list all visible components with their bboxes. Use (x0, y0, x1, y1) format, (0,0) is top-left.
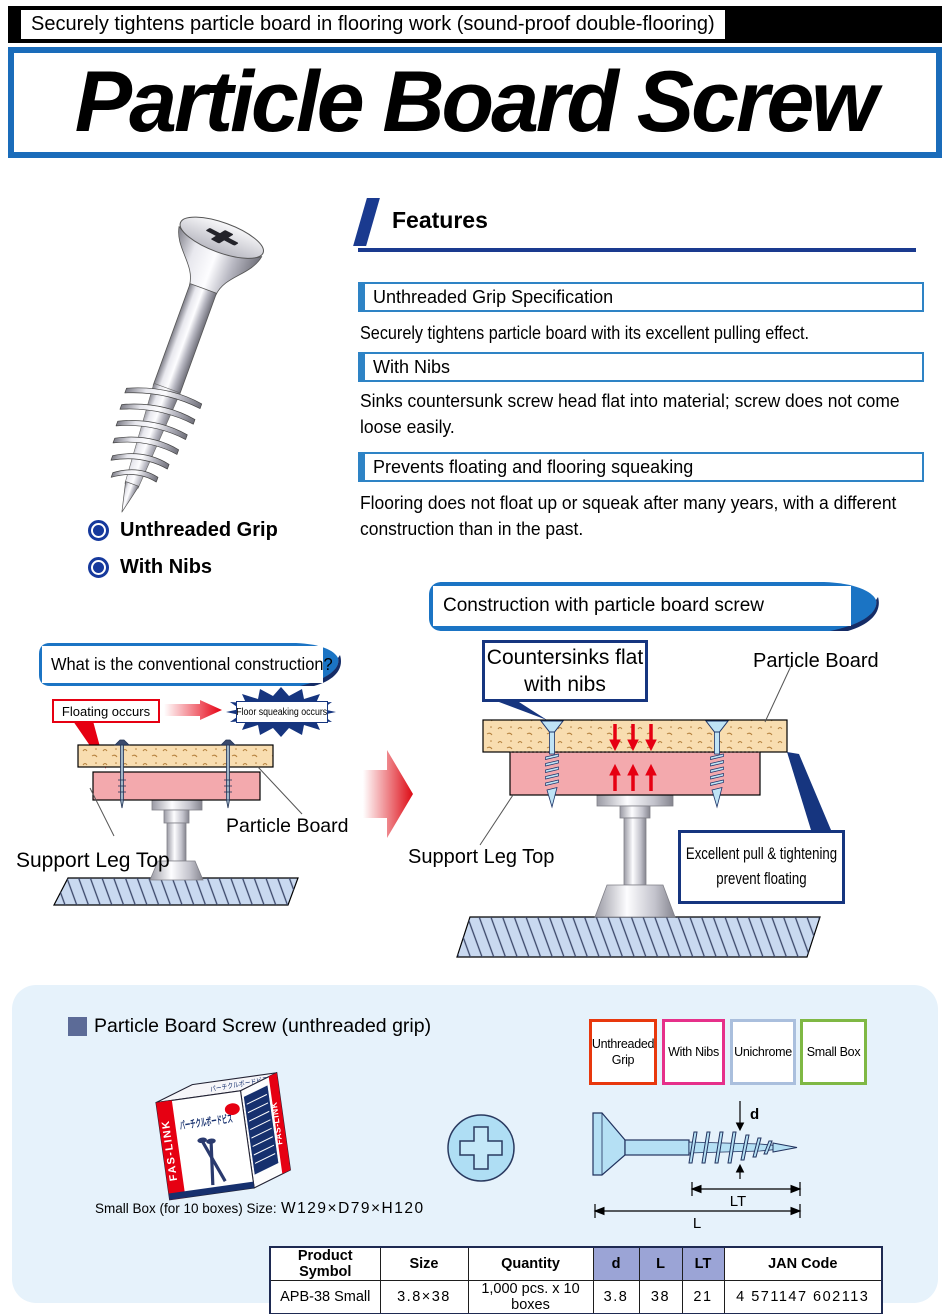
cell-product-symbol: APB-38 Small (269, 1280, 381, 1314)
bullet-ring-icon (88, 557, 109, 578)
cell-l: 38 (638, 1280, 683, 1314)
spec-table-data-row: APB-38 Small 3.8×38 1,000 pcs. x 10 boxe… (269, 1280, 883, 1314)
screw-dimension-diagram: d LT L (592, 1101, 802, 1232)
box-size-caption: Small Box (for 10 boxes) Size: W129×D79×… (95, 1200, 425, 1218)
particle-board-label: Particle Board (226, 815, 349, 837)
countersink-callout-box: Countersinks flat with nibs (482, 640, 648, 702)
feature-title-prevents-floating: Prevents floating and flooring squeaking (358, 452, 924, 482)
features-heading: Features (392, 207, 488, 233)
features-slash-icon (353, 198, 380, 246)
transition-arrow-icon (363, 750, 413, 838)
countersink-line1: Countersinks flat (486, 646, 644, 669)
dim-lt-label: LT (730, 1193, 746, 1210)
phillips-head-icon (447, 1114, 515, 1182)
benefit-callout-box: Excellent pull & tightening prevent floa… (678, 830, 845, 904)
dim-d-label: d (750, 1106, 759, 1123)
badge-unthreaded-grip: Unthreaded Grip (589, 1019, 657, 1085)
support-leg-label: Support Leg Top (16, 849, 170, 872)
countersink-pointer-icon (499, 702, 547, 720)
spec-table-header-row: Product Symbol Size Quantity d L LT JAN … (269, 1246, 883, 1281)
construction-banner: Construction with particle board screw (433, 586, 851, 626)
feature-body-with-nibs: Sinks countersunk screw head flat into m… (360, 391, 900, 437)
floor-squeaking-box: Floor squeaking occurs (236, 701, 328, 723)
feature-title-unthreaded-grip: Unthreaded Grip Specification (358, 282, 924, 312)
benefit-line1: Excellent pull & tightening (685, 845, 838, 863)
col-l: L (638, 1246, 683, 1281)
benefit-pointer-icon (787, 752, 831, 830)
tagline-banner: Securely tightens particle board in floo… (8, 6, 942, 43)
conventional-screws (114, 739, 236, 809)
col-size: Size (379, 1246, 469, 1281)
box-red-badge-icon (224, 1103, 240, 1116)
hero-bullet-with-nibs: With Nibs (88, 556, 212, 579)
dim-l-label: L (693, 1215, 701, 1232)
spec-table: Product Symbol Size Quantity d L LT JAN … (269, 1246, 883, 1314)
bullet-label: With Nibs (120, 556, 213, 578)
col-quantity: Quantity (467, 1246, 594, 1281)
col-jan-code: JAN Code (723, 1246, 883, 1281)
floating-occurs-box: Floating occurs (52, 699, 160, 723)
title-box: Particle Board Screw (8, 47, 942, 158)
bullet-ring-icon (88, 520, 109, 541)
size-value: W129×D79×H120 (281, 1200, 425, 1217)
feature-body-prevents-floating: Flooring does not float up or squeak aft… (360, 493, 897, 539)
square-bullet-icon (68, 1017, 87, 1036)
bullet-label: Unthreaded Grip (120, 519, 278, 541)
hero-bullet-unthreaded-grip: Unthreaded Grip (88, 519, 278, 542)
size-label: Small Box (for 10 boxes) Size: (95, 1201, 277, 1216)
product-section-title: Particle Board Screw (unthreaded grip) (94, 1015, 432, 1037)
col-d: d (592, 1246, 640, 1281)
cell-lt: 21 (681, 1280, 725, 1314)
product-box-illustration: パーチクルボードビス FAS-LINK FAS-LINK パーチクルボードビス (155, 1071, 291, 1201)
conventional-construction-diagram (53, 721, 303, 906)
cell-jan-code: 4 571147 602113 (723, 1280, 883, 1314)
support-leg-label: Support Leg Top (408, 846, 555, 868)
feature-body-unthreaded-grip: Securely tightens particle board with it… (360, 323, 810, 343)
cell-size: 3.8×38 (379, 1280, 469, 1314)
conventional-banner: What is the conventional construction? (42, 646, 333, 683)
box-spec-chart (243, 1084, 279, 1176)
col-lt: LT (681, 1246, 725, 1281)
particle-board-label: Particle Board (753, 650, 879, 672)
particle-board-screws (539, 720, 730, 809)
col-product-symbol: Product Symbol (269, 1246, 381, 1281)
countersink-line2: with nibs (524, 673, 606, 696)
badge-small-box: Small Box (800, 1019, 867, 1085)
badge-with-nibs: With Nibs (662, 1019, 725, 1085)
box-screws-art (197, 1137, 227, 1186)
new-construction-diagram (456, 665, 831, 958)
pull-arrows (609, 724, 657, 791)
small-arrow-right-icon (164, 700, 222, 720)
cell-d: 3.8 (592, 1280, 640, 1314)
feature-title-with-nibs: With Nibs (358, 352, 924, 382)
phillips-cross-icon (206, 228, 239, 246)
badge-unichrome: Unichrome (730, 1019, 796, 1085)
page-title: Particle Board Screw (74, 54, 878, 150)
cell-quantity: 1,000 pcs. x 10 boxes (467, 1280, 594, 1314)
tagline-text: Securely tightens particle board in floo… (21, 10, 725, 39)
features-underline (358, 248, 916, 252)
screw-hero-illustration (110, 216, 264, 513)
benefit-line2: prevent floating (716, 870, 807, 888)
